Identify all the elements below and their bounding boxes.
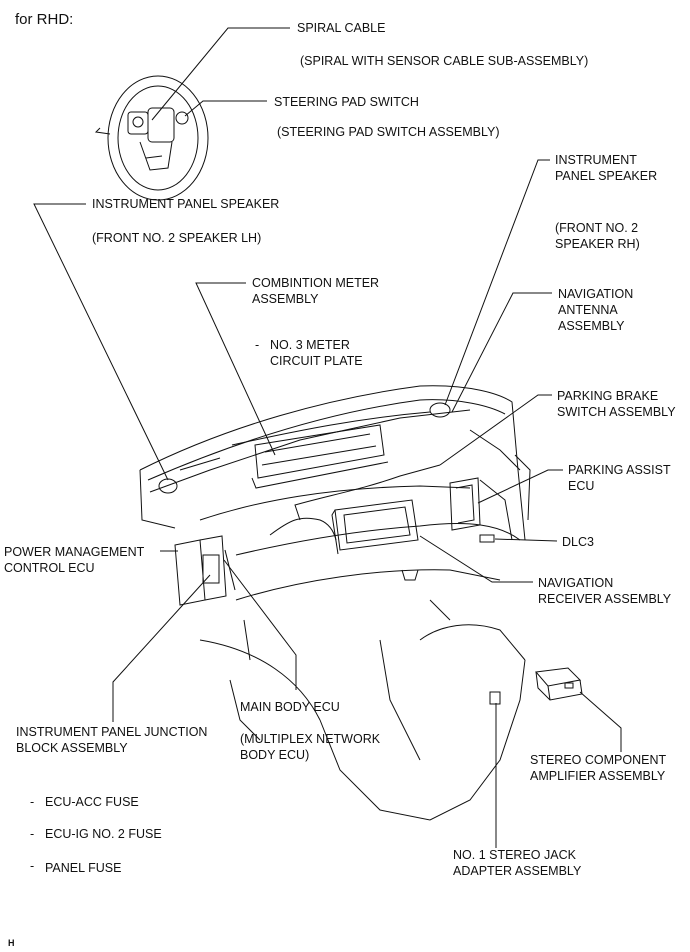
leader-parking-assist <box>477 469 563 504</box>
dlc3-connector-illustration <box>479 534 495 543</box>
label-ip-speaker-rh-sub: (FRONT NO. 2 SPEAKER RH) <box>555 221 640 251</box>
leader-main-body-ecu <box>223 559 297 690</box>
label-navigation-receiver: NAVIGATION RECEIVER ASSEMBLY <box>538 576 672 606</box>
leader-navigation-antenna <box>451 292 552 413</box>
leader-ip-junction-block <box>112 574 211 722</box>
leader-ip-speaker-lh <box>33 203 169 481</box>
label-power-management-ecu: POWER MANAGEMENT CONTROL ECU <box>4 545 145 575</box>
label-fuse-panel: PANEL FUSE <box>45 861 122 875</box>
label-fuse-ig2: ECU-IG NO. 2 FUSE <box>45 827 162 841</box>
leader-parking-brake <box>439 394 552 466</box>
leader-combination-meter <box>195 282 276 456</box>
label-stereo-jack-adapter: NO. 1 STEREO JACK ADAPTER ASSEMBLY <box>453 848 582 878</box>
navigation-receiver-illustration <box>331 499 419 555</box>
combination-meter-illustration <box>251 424 389 489</box>
label-dlc3: DLC3 <box>562 535 594 549</box>
label-parking-brake-switch: PARKING BRAKE SWITCH ASSEMBLY <box>557 389 676 419</box>
leader-ip-speaker-rh <box>444 159 550 406</box>
label-ip-speaker-rh: INSTRUMENT PANEL SPEAKER <box>555 153 658 183</box>
right-speaker-illustration <box>429 402 451 418</box>
bullet-fuse-panel: - <box>30 859 35 873</box>
label-meter-circuit-plate: NO. 3 METER CIRCUIT PLATE <box>270 338 363 368</box>
leader-stereo-amplifier <box>579 691 622 752</box>
label-fuse-acc: ECU-ACC FUSE <box>45 795 139 809</box>
stereo-amplifier-illustration <box>535 667 583 701</box>
label-parking-assist-ecu: PARKING ASSIST ECU <box>568 463 671 493</box>
stereo-jack-illustration <box>489 691 501 705</box>
bullet-fuse-ig2: - <box>30 827 35 841</box>
label-main-body-ecu: MAIN BODY ECU <box>240 700 340 714</box>
leader-lines <box>33 27 622 848</box>
bullet-meter-circuit-plate: - <box>255 338 260 352</box>
leader-dlc3 <box>494 538 558 542</box>
bullet-fuse-acc: - <box>30 795 35 809</box>
label-spiral-cable: SPIRAL CABLE <box>297 21 386 35</box>
label-ip-junction-block: INSTRUMENT PANEL JUNCTION BLOCK ASSEMBLY <box>16 725 208 755</box>
label-ip-speaker-lh-sub: (FRONT NO. 2 SPEAKER LH) <box>92 231 262 245</box>
power-management-ecu-illustration <box>174 535 236 606</box>
label-navigation-antenna: NAVIGATION ANTENNA ASSEMBLY <box>558 287 634 333</box>
label-spiral-cable-sub: (SPIRAL WITH SENSOR CABLE SUB-ASSEMBLY) <box>300 54 589 68</box>
label-ip-speaker-lh: INSTRUMENT PANEL SPEAKER <box>92 197 280 211</box>
leader-steering-pad-switch <box>184 100 267 117</box>
page-header: for RHD: <box>15 11 74 28</box>
label-steering-pad-switch: STEERING PAD SWITCH <box>274 95 419 109</box>
figure-code: H <box>8 938 15 948</box>
label-stereo-amplifier: STEREO COMPONENT AMPLIFIER ASSEMBLY <box>530 753 667 783</box>
steering-wheel-illustration <box>94 75 209 201</box>
label-combination-meter: COMBINTION METER ASSEMBLY <box>252 276 380 306</box>
leader-navigation-receiver <box>419 535 533 583</box>
dashboard-body-illustration <box>139 385 531 821</box>
left-speaker-illustration <box>158 478 178 494</box>
wiring-harness-illustration <box>269 464 441 541</box>
parking-assist-ecu-illustration <box>449 477 481 531</box>
leader-spiral-cable <box>151 27 290 121</box>
label-steering-pad-switch-sub: (STEERING PAD SWITCH ASSEMBLY) <box>277 125 500 139</box>
label-main-body-ecu-sub: (MULTIPLEX NETWORK BODY ECU) <box>240 732 381 762</box>
